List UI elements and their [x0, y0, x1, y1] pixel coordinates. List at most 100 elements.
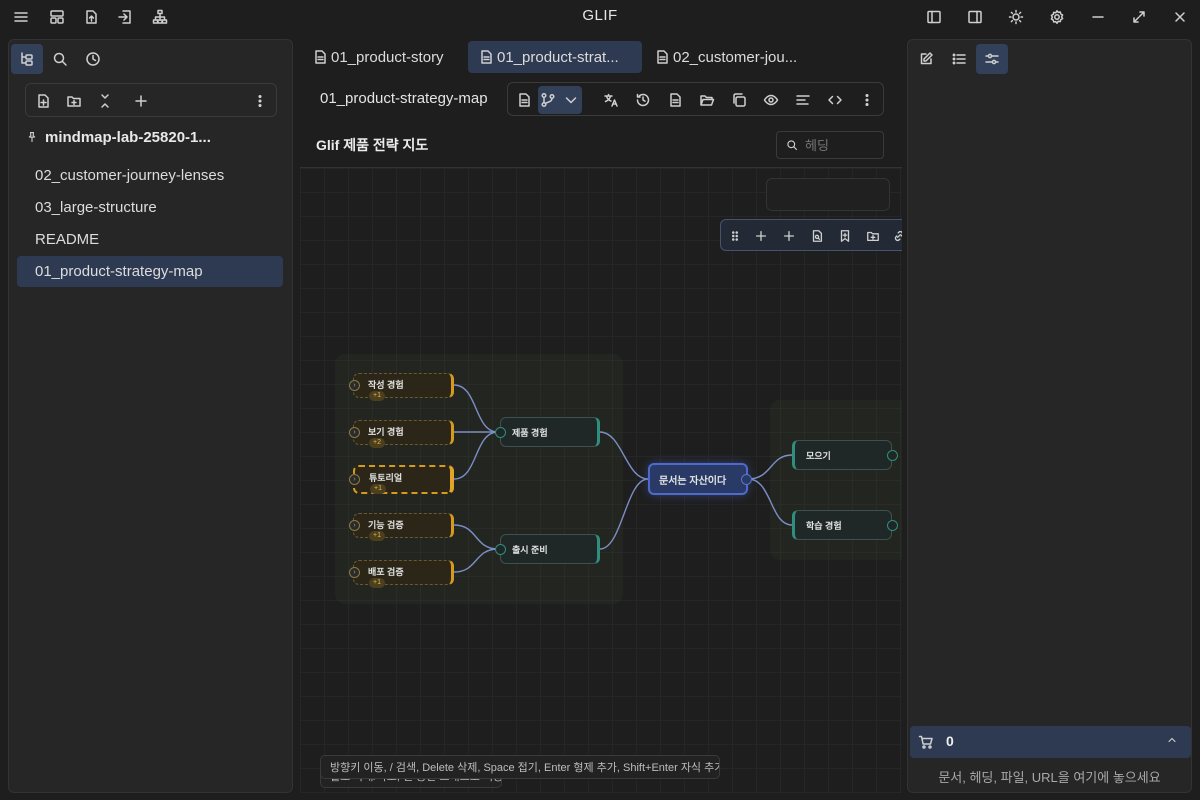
- mindmap-branch-node[interactable]: 모으기: [792, 440, 898, 470]
- collapse-icon[interactable]: [495, 427, 506, 438]
- file-item-label: 03_large-structure: [35, 199, 157, 216]
- mindmap-branch-node[interactable]: 학습 경험: [792, 510, 898, 540]
- folder-open-icon[interactable]: [693, 86, 721, 114]
- eye-icon[interactable]: [757, 86, 785, 114]
- node-label: 제품 경험: [512, 427, 548, 438]
- app-title: GLIF: [582, 7, 618, 24]
- mindmap-canvas[interactable]: › 작성 경험 +1 › 보기 경험 +2 › 튜토리얼 +1 › 기능 검증 …: [300, 168, 902, 793]
- align-left-icon[interactable]: [789, 86, 817, 114]
- child-count-badge: +1: [369, 578, 385, 588]
- minimize-icon[interactable]: [1083, 2, 1113, 32]
- heading-search[interactable]: [776, 131, 884, 159]
- collapse-icon[interactable]: [887, 520, 898, 531]
- mindmap-connectors: [453, 384, 793, 573]
- vault-name-label: mindmap-lab-25820-1...: [45, 128, 211, 146]
- sitemap-icon[interactable]: [145, 2, 175, 32]
- copy-icon[interactable]: [725, 86, 753, 114]
- cart-icon: [918, 734, 934, 750]
- file-item-label: 02_customer-journey-lenses: [35, 167, 225, 184]
- drag-handle-icon[interactable]: [721, 222, 749, 250]
- document-view-icon[interactable]: [510, 86, 538, 114]
- new-folder-icon[interactable]: [60, 87, 88, 115]
- connector: [453, 524, 499, 550]
- code-icon[interactable]: [821, 86, 849, 114]
- file-item-product-strategy-map[interactable]: 01_product-strategy-map: [17, 256, 283, 287]
- folder-add-icon[interactable]: [859, 222, 887, 250]
- left-sidebar-toggle-icon[interactable]: [919, 2, 949, 32]
- collapse-icon[interactable]: [887, 450, 898, 461]
- cart-count: 0: [946, 733, 954, 749]
- drop-zone[interactable]: 문서, 헤딩, 파일, URL을 여기에 놓으세요: [938, 769, 1161, 785]
- chevron-up-icon[interactable]: [1166, 734, 1178, 746]
- add-sibling-icon[interactable]: [747, 222, 775, 250]
- add-icon[interactable]: [127, 87, 155, 115]
- document-icon: [312, 49, 328, 65]
- file-text-icon[interactable]: [661, 86, 689, 114]
- left-sidebar: mindmap-lab-25820-1... 02_customer-journ…: [8, 39, 293, 793]
- find-in-doc-icon[interactable]: [803, 222, 831, 250]
- edit-tab-icon[interactable]: [910, 44, 942, 74]
- outline-tab-icon[interactable]: [943, 44, 975, 74]
- child-count-badge: +1: [370, 484, 386, 494]
- mindmap-branch-node[interactable]: 제품 경험: [495, 417, 600, 447]
- translate-icon[interactable]: [597, 86, 625, 114]
- collapse-icon[interactable]: [495, 544, 506, 555]
- link-icon[interactable]: [885, 222, 902, 250]
- mindmap-leaf-node[interactable]: › 배포 검증 +1: [349, 560, 454, 588]
- more-vertical-icon[interactable]: [853, 86, 881, 114]
- mindmap-branch-node[interactable]: 출시 준비: [495, 534, 600, 564]
- import-icon[interactable]: [110, 2, 140, 32]
- vault-name[interactable]: mindmap-lab-25820-1...: [23, 128, 283, 146]
- menu-icon[interactable]: [6, 2, 36, 32]
- node-label: 작성 경험: [368, 380, 404, 390]
- properties-tab-icon[interactable]: [976, 44, 1008, 74]
- expand-icon[interactable]: ›: [349, 520, 360, 531]
- git-branch-icon: [540, 92, 556, 108]
- new-file-icon[interactable]: [29, 87, 57, 115]
- search-tab-icon[interactable]: [44, 44, 76, 74]
- connector: [453, 548, 499, 573]
- file-item-customer-journey[interactable]: 02_customer-journey-lenses: [17, 160, 283, 191]
- node-label: 보기 경험: [368, 427, 404, 437]
- mindmap-leaf-node[interactable]: › 기능 검증 +1: [349, 513, 454, 541]
- connector: [747, 478, 793, 526]
- context-cart-bar[interactable]: 0: [910, 726, 1191, 758]
- history-tab-icon[interactable]: [77, 44, 109, 74]
- file-tree-tab-icon[interactable]: [11, 44, 43, 74]
- tab-product-story[interactable]: 01_product-story: [302, 41, 462, 73]
- file-item-readme[interactable]: README: [17, 224, 283, 255]
- mindmap-view-button[interactable]: [538, 86, 582, 114]
- collapse-all-icon[interactable]: [91, 87, 119, 115]
- export-file-icon[interactable]: [76, 2, 106, 32]
- bookmark-add-icon[interactable]: [831, 222, 859, 250]
- mindmap-leaf-node[interactable]: › 작성 경험 +1: [349, 373, 454, 401]
- expand-icon[interactable]: ›: [349, 474, 360, 485]
- mindmap-search-box[interactable]: [766, 178, 890, 211]
- right-sidebar-toggle-icon[interactable]: [960, 2, 990, 32]
- mindmap-root-node[interactable]: 문서는 자산이다: [648, 463, 752, 495]
- close-icon[interactable]: [1165, 2, 1195, 32]
- heading-search-input[interactable]: [805, 137, 879, 153]
- tab-product-strategy[interactable]: 01_product-strat...: [468, 41, 642, 73]
- node-label: 학습 경험: [806, 520, 842, 531]
- layout-icon[interactable]: [42, 2, 72, 32]
- settings-gear-icon[interactable]: [1042, 2, 1072, 32]
- mindmap-leaf-node[interactable]: › 보기 경험 +2: [349, 420, 454, 448]
- file-item-large-structure[interactable]: 03_large-structure: [17, 192, 283, 223]
- collapse-icon[interactable]: [741, 474, 752, 485]
- more-vertical-icon[interactable]: [246, 87, 274, 115]
- node-label: 튜토리얼: [369, 473, 403, 483]
- tab-customer-journey[interactable]: 02_customer-jou...: [644, 41, 818, 73]
- expand-icon[interactable]: ›: [349, 567, 360, 578]
- add-child-icon[interactable]: [775, 222, 803, 250]
- connector: [453, 384, 499, 433]
- child-count-badge: +2: [369, 438, 385, 448]
- theme-sun-icon[interactable]: [1001, 2, 1031, 32]
- mindmap-leaf-node-selected[interactable]: › 튜토리얼 +1: [349, 465, 454, 494]
- expand-icon[interactable]: ›: [349, 380, 360, 391]
- node-label: 모으기: [806, 450, 831, 461]
- history-icon[interactable]: [629, 86, 657, 114]
- expand-icon[interactable]: ›: [349, 427, 360, 438]
- child-count-badge: +1: [369, 531, 385, 541]
- maximize-icon[interactable]: [1124, 2, 1154, 32]
